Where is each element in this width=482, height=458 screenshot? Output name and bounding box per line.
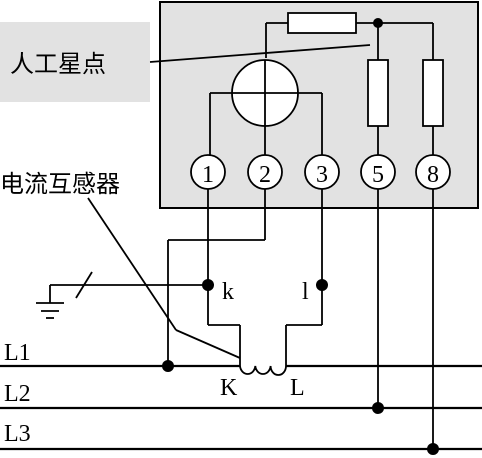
ct-coil — [239, 365, 287, 376]
ct-k-label: k — [222, 279, 234, 305]
L3-dot — [427, 443, 439, 455]
ct-L-label: L — [290, 375, 305, 401]
L2-dot — [372, 402, 384, 414]
terminal-2: 2 — [247, 154, 283, 190]
terminal-8: 8 — [415, 154, 451, 190]
top-resistor — [287, 12, 357, 34]
L1-label: L1 — [4, 340, 31, 366]
ct-label: 电流互感器 — [0, 170, 120, 198]
star-point-leader — [149, 44, 371, 63]
ground-switch — [75, 271, 93, 299]
terminal-5: 5 — [360, 154, 396, 190]
ct-l-label: l — [302, 279, 309, 305]
svg-text:1: 1 — [202, 162, 214, 188]
svg-text:8: 8 — [427, 162, 439, 188]
svg-text:3: 3 — [316, 162, 328, 188]
ct-K-label: K — [220, 375, 238, 401]
resistor-8 — [422, 59, 444, 127]
terminal-3: 3 — [304, 154, 340, 190]
terminal-1: 1 — [190, 154, 226, 190]
ct-leader-2 — [175, 329, 241, 359]
svg-text:2: 2 — [259, 162, 271, 188]
ct-leader — [87, 197, 177, 331]
resistor-5 — [367, 59, 389, 127]
star-point-label: 人工星点 — [10, 50, 106, 78]
L2-label: L2 — [4, 381, 31, 407]
L3-label: L3 — [4, 421, 31, 447]
svg-text:5: 5 — [372, 162, 384, 188]
star-point-label-box — [0, 22, 150, 102]
l-dot — [316, 279, 328, 291]
